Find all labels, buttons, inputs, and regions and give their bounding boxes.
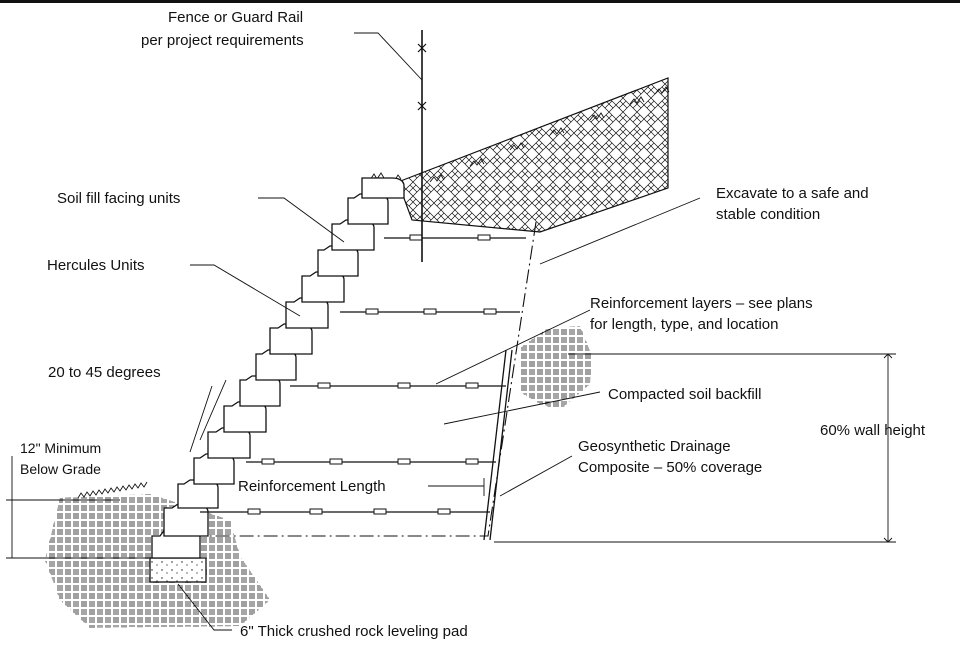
wall-height-dimension xyxy=(494,353,896,543)
label-reinforcement-2: for length, type, and location xyxy=(590,316,778,333)
fence-post xyxy=(417,30,427,262)
grass-toe xyxy=(77,481,148,499)
label-drainage-2: Composite – 50% coverage xyxy=(578,459,762,476)
label-hercules: Hercules Units xyxy=(47,257,145,274)
leader-lines xyxy=(177,32,701,631)
label-fence-2: per project requirements xyxy=(141,32,304,49)
label-below-grade-2: Below Grade xyxy=(20,461,101,477)
label-below-grade-1: 12" Minimum xyxy=(20,440,101,456)
reinforcement-length-dimension xyxy=(428,478,485,496)
label-reinforcement-length: Reinforcement Length xyxy=(238,478,386,495)
retained-soil-right xyxy=(520,326,592,410)
below-grade-dimension xyxy=(6,456,150,559)
label-excavate-1: Excavate to a safe and xyxy=(716,185,869,202)
label-wall-height: 60% wall height xyxy=(820,422,926,439)
label-drainage-1: Geosynthetic Drainage xyxy=(578,438,731,455)
excavation-line xyxy=(206,221,537,537)
leveling-pad xyxy=(149,557,207,583)
label-excavate-2: stable condition xyxy=(716,206,820,223)
drainage-composite xyxy=(483,349,513,541)
label-soil-fill: Soil fill facing units xyxy=(57,190,180,207)
facing-units xyxy=(151,177,405,559)
retained-soil-slope xyxy=(397,77,669,233)
label-degrees: 20 to 45 degrees xyxy=(48,364,161,381)
label-compacted: Compacted soil backfill xyxy=(608,386,761,403)
reinforcement-layers xyxy=(200,234,526,515)
label-fence-1: Fence or Guard Rail xyxy=(168,9,303,26)
label-reinforcement-1: Reinforcement layers – see plans xyxy=(590,295,813,312)
label-leveling-pad: 6" Thick crushed rock leveling pad xyxy=(240,623,468,640)
degrees-indicator xyxy=(189,379,227,453)
